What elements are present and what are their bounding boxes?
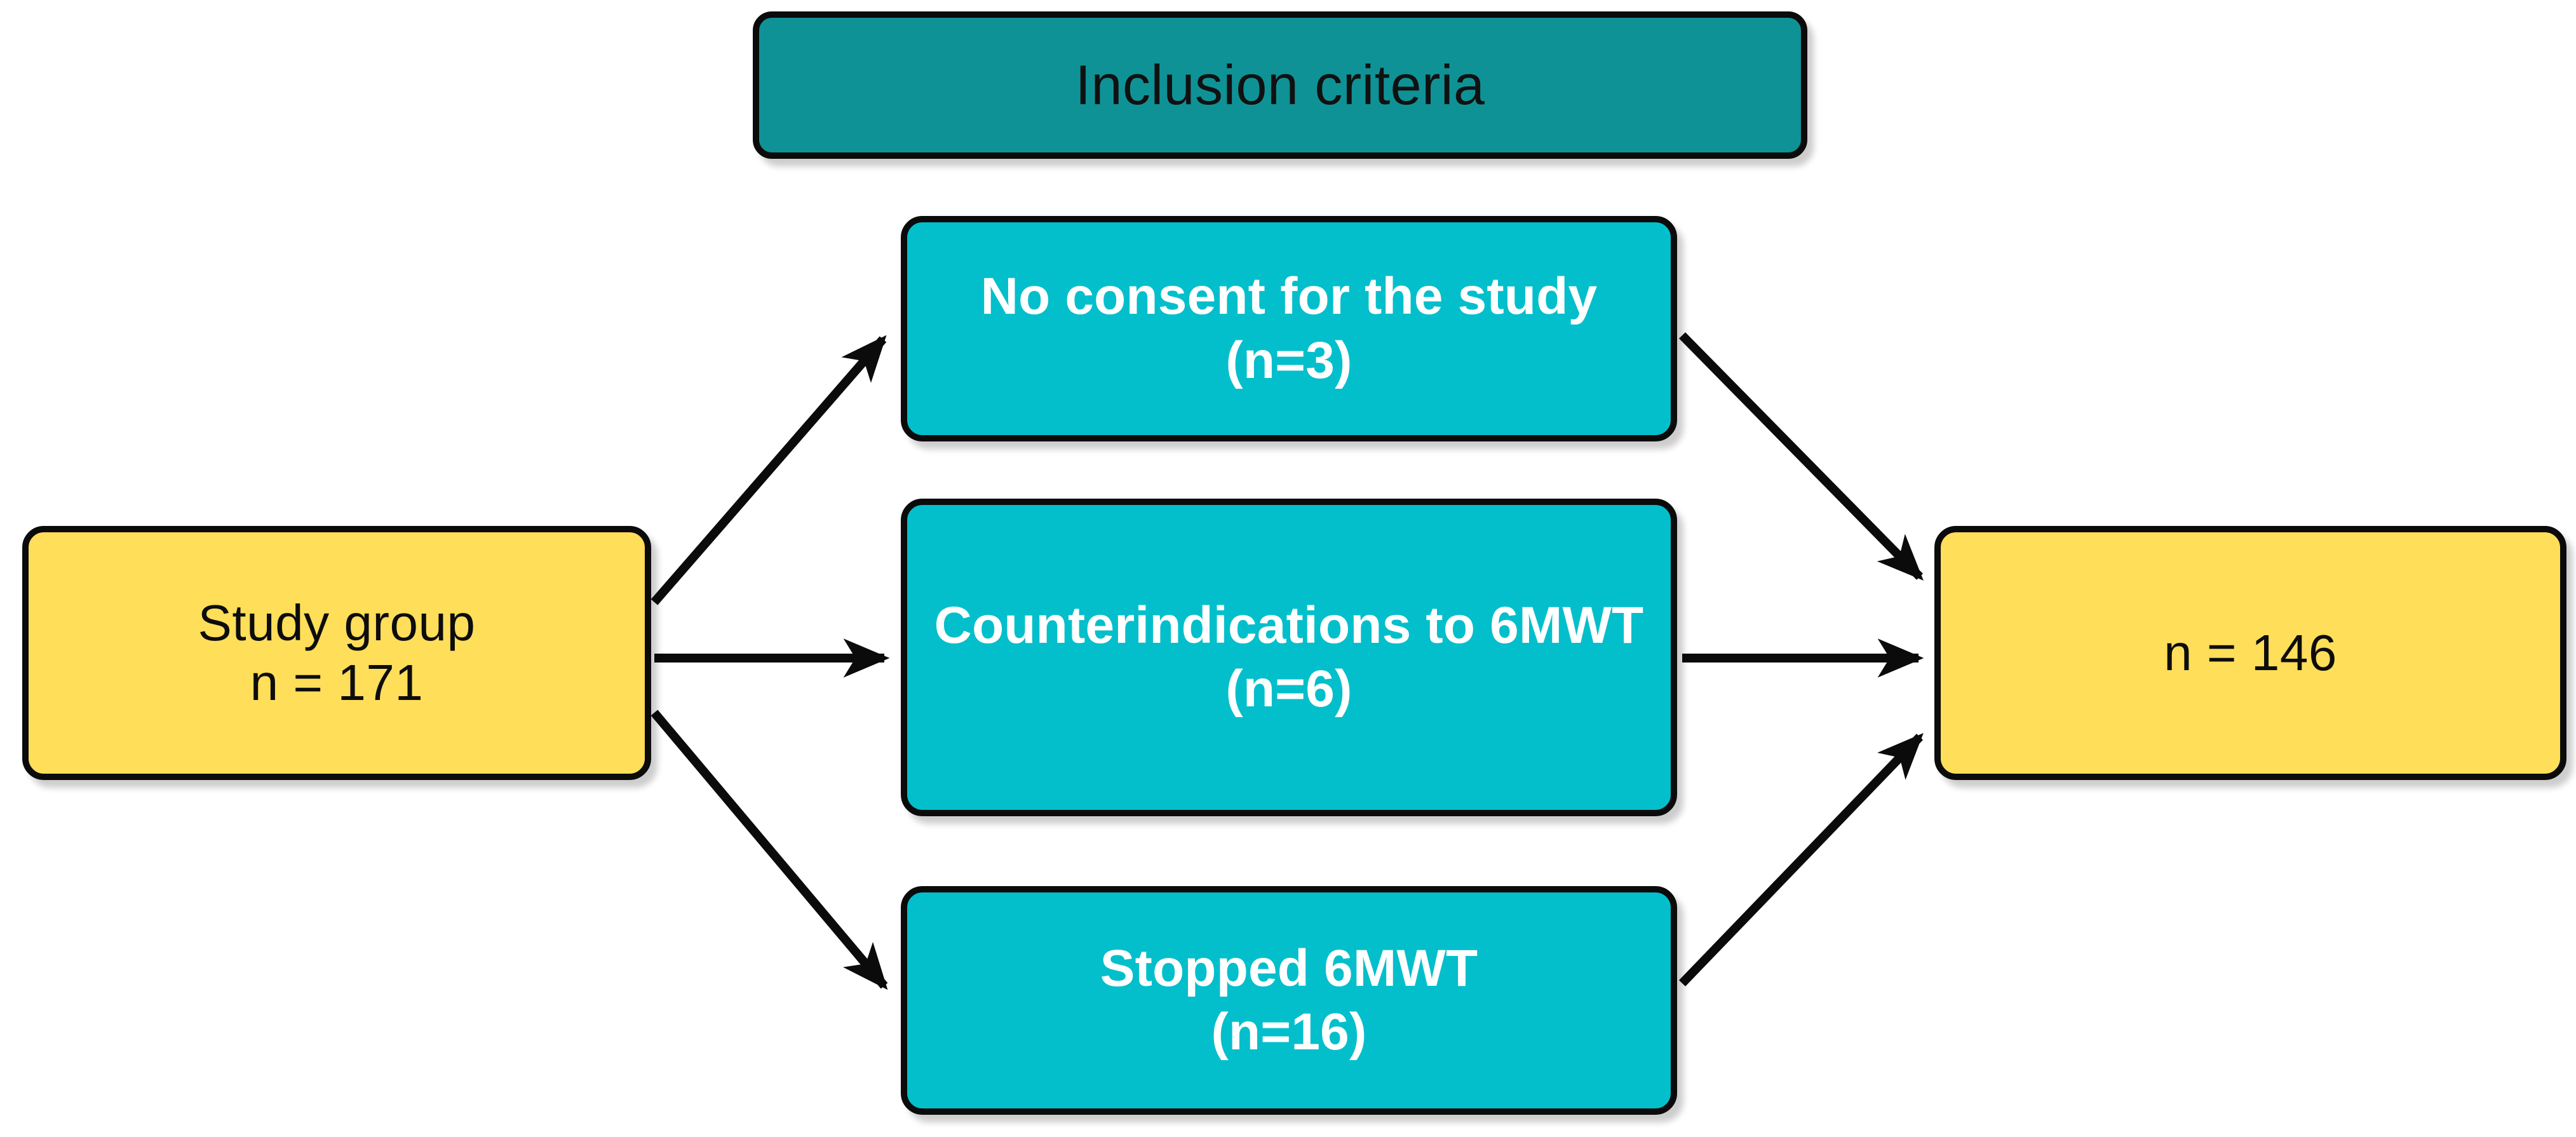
node-no-consent: No consent for the study (n=3): [901, 216, 1677, 441]
edge-stopped-to-final: [1678, 732, 1924, 986]
inclusion-criteria-banner-label: Inclusion criteria: [1075, 53, 1485, 116]
inclusion-criteria-banner: Inclusion criteria: [753, 11, 1807, 159]
node-stopped-6mwt-label: Stopped 6MWT (n=16): [1100, 939, 1478, 1061]
node-study-group-label: Study group n = 171: [198, 594, 476, 711]
node-counterindications-label: Counterindications to 6MWT (n=6): [934, 596, 1644, 718]
node-stopped-6mwt: Stopped 6MWT (n=16): [901, 886, 1677, 1115]
edge-start-to-no-consent: [651, 335, 887, 605]
node-final-sample-label: n = 146: [2164, 624, 2337, 681]
edge-start-to-stopped: [651, 710, 888, 990]
node-no-consent-label: No consent for the study (n=3): [980, 267, 1598, 389]
node-study-group: Study group n = 171: [22, 526, 651, 780]
node-final-sample: n = 146: [1934, 526, 2566, 780]
edge-no-consent-to-final: [1679, 332, 1924, 581]
node-counterindications: Counterindications to 6MWT (n=6): [901, 499, 1677, 816]
